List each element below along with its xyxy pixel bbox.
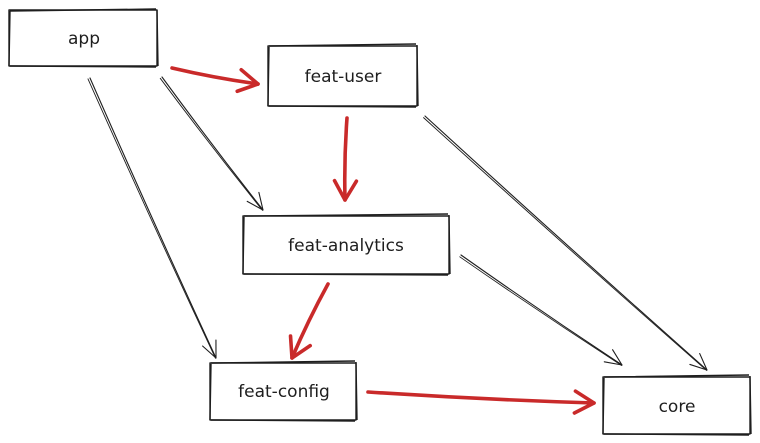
- node-app[interactable]: app: [8, 8, 159, 68]
- edge-feat-user-to-feat-analytics-line: [342, 116, 349, 202]
- edge-app-to-feat-user-arrowhead: [235, 67, 260, 94]
- edge-feat-user-to-core-line: [424, 115, 708, 371]
- node-core[interactable]: core: [602, 374, 752, 436]
- edge-feat-analytics-to-feat-config-arrowhead: [288, 334, 312, 360]
- node-label-core: core: [659, 397, 696, 417]
- node-feat-user[interactable]: feat-user: [267, 43, 419, 108]
- edge-app-to-feat-user-line: [170, 66, 260, 86]
- node-label-feat-user: feat-user: [305, 67, 382, 87]
- edge-feat-user-to-core-arrowhead: [689, 352, 708, 371]
- edge-feat-analytics-to-core-arrowhead: [603, 349, 623, 366]
- node-feat-config[interactable]: feat-config: [209, 360, 358, 422]
- edge-feat-analytics-to-core-line-sketch: [459, 256, 623, 366]
- edge-app-to-feat-config-line-sketch: [87, 78, 216, 359]
- edge-app-to-feat-config-line: [89, 77, 217, 359]
- edge-feat-user-to-feat-analytics-arrowhead: [332, 178, 359, 202]
- edge-feat-config-to-core-line: [366, 390, 596, 405]
- edge-app-to-feat-config-arrowhead: [202, 339, 217, 359]
- edge-feat-user-to-core-line-sketch: [423, 117, 708, 371]
- edge-app-to-feat-analytics-line-sketch: [159, 77, 263, 211]
- edges-layer: [87, 66, 708, 415]
- edge-app-to-feat-analytics-arrowhead: [246, 191, 264, 211]
- edge-feat-config-to-core-arrowhead: [572, 389, 596, 415]
- edge-app-to-feat-analytics-line: [161, 76, 264, 211]
- edge-feat-analytics-to-feat-config-line: [290, 282, 330, 360]
- node-label-feat-analytics: feat-analytics: [288, 236, 404, 256]
- node-label-feat-config: feat-config: [238, 382, 330, 402]
- node-feat-analytics[interactable]: feat-analytics: [242, 213, 451, 276]
- edge-feat-analytics-to-core-line: [460, 254, 623, 366]
- node-label-app: app: [68, 29, 100, 49]
